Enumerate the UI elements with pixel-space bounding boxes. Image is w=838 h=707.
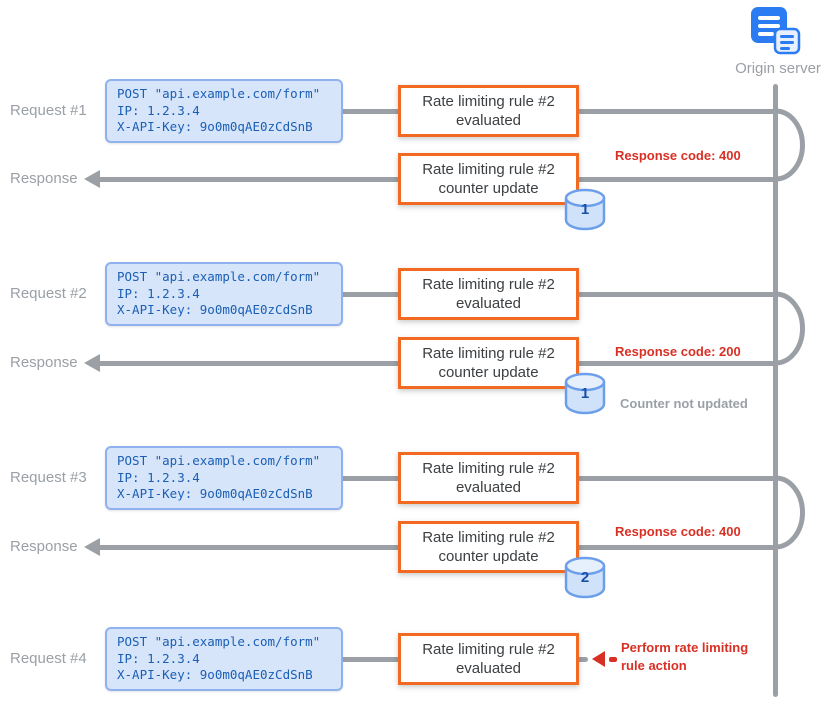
counter-value-3: 2	[580, 569, 590, 586]
rule-evaluated-box-3-line1: Rate limiting rule #2	[422, 460, 555, 477]
counter-update-box-1: Rate limiting rule #2 counter update	[398, 153, 579, 205]
request3-card-line2: IP: 1.2.3.4	[117, 469, 200, 485]
rule-action-annotation-line1: Perform rate limiting	[621, 640, 749, 655]
database-icon	[564, 188, 606, 231]
response2-label: Response	[10, 354, 78, 371]
origin-lifeline	[773, 84, 778, 697]
rule-evaluated-box-1-line1: Rate limiting rule #2	[422, 93, 555, 110]
request3-card-line3: X-API-Key: 9o0m0qAE0zCdSnB	[117, 486, 313, 501]
request4-card: POST "api.example.com/form" IP: 1.2.3.4 …	[105, 627, 343, 691]
counter-update-box-3-line1: Rate limiting rule #2	[422, 529, 555, 546]
request4-card-line3: X-API-Key: 9o0m0qAE0zCdSnB	[117, 667, 313, 682]
origin-server-icon	[751, 7, 801, 55]
counter-value-2: 1	[580, 385, 590, 402]
response3-label: Response	[10, 538, 78, 555]
response3-arrowhead-icon	[84, 538, 100, 556]
request4-label: Request #4	[10, 650, 87, 667]
rule-evaluated-box-3: Rate limiting rule #2 evaluated	[398, 452, 579, 504]
request3-card-line1: POST "api.example.com/form"	[117, 453, 321, 468]
counter-update-box-2-line2: counter update	[438, 364, 539, 381]
counter-update-box-2: Rate limiting rule #2 counter update	[398, 337, 579, 389]
response2-arrowhead-icon	[84, 354, 100, 372]
response1-arrowhead-icon	[84, 170, 100, 188]
response2-code-annotation: Response code: 200	[615, 344, 741, 359]
rule-evaluated-box-2-line2: evaluated	[455, 295, 522, 312]
request1-card-line2: IP: 1.2.3.4	[117, 102, 200, 118]
loop-arc-1	[773, 108, 805, 182]
response1-code-annotation: Response code: 400	[615, 148, 741, 163]
counter-update-box-1-line1: Rate limiting rule #2	[422, 161, 555, 178]
counter-db-2: 1	[562, 371, 608, 417]
counter-update-box-1-line2: counter update	[438, 180, 539, 197]
request1-label: Request #1	[10, 102, 87, 119]
counter-not-updated-note: Counter not updated	[620, 396, 748, 411]
rule-evaluated-box-2: Rate limiting rule #2 evaluated	[398, 268, 579, 320]
rule-evaluated-box-4-line1: Rate limiting rule #2	[422, 641, 555, 658]
loop-arc-2	[773, 291, 805, 366]
blocked-arrowhead-icon	[592, 651, 605, 667]
blocked-dash	[609, 657, 617, 662]
rule-evaluated-box-3-line2: evaluated	[455, 479, 522, 496]
counter-update-box-2-line1: Rate limiting rule #2	[422, 345, 555, 362]
loop-arc-3	[773, 475, 805, 550]
rule-evaluated-box-1-line2: evaluated	[455, 112, 522, 129]
request1-card-line3: X-API-Key: 9o0m0qAE0zCdSnB	[117, 119, 313, 134]
request4-card-line1: POST "api.example.com/form"	[117, 634, 321, 649]
request2-card-line1: POST "api.example.com/form"	[117, 269, 321, 284]
response3-code-annotation: Response code: 400	[615, 524, 741, 539]
request2-card-line3: X-API-Key: 9o0m0qAE0zCdSnB	[117, 302, 313, 317]
rule-evaluated-box-4: Rate limiting rule #2 evaluated	[398, 633, 579, 685]
request3-label: Request #3	[10, 469, 87, 486]
request2-card: POST "api.example.com/form" IP: 1.2.3.4 …	[105, 262, 343, 326]
response1-label: Response	[10, 170, 78, 187]
rule-evaluated-box-1: Rate limiting rule #2 evaluated	[398, 85, 579, 137]
request1-card-line1: POST "api.example.com/form"	[117, 86, 321, 101]
request1-card: POST "api.example.com/form" IP: 1.2.3.4 …	[105, 79, 343, 143]
rule-evaluated-box-4-line2: evaluated	[455, 660, 522, 677]
database-icon	[564, 372, 606, 415]
counter-db-1: 1	[562, 187, 608, 233]
origin-server-label: Origin server	[735, 60, 821, 77]
counter-value-1: 1	[580, 201, 590, 218]
counter-update-box-3-line2: counter update	[438, 548, 539, 565]
rule-action-annotation-line2: rule action	[621, 658, 687, 673]
counter-update-box-3: Rate limiting rule #2 counter update	[398, 521, 579, 573]
request4-card-line2: IP: 1.2.3.4	[117, 650, 200, 666]
rule-evaluated-box-2-line1: Rate limiting rule #2	[422, 276, 555, 293]
request2-label: Request #2	[10, 285, 87, 302]
database-icon	[564, 556, 606, 599]
counter-db-3: 2	[562, 555, 608, 601]
request2-card-line2: IP: 1.2.3.4	[117, 285, 200, 301]
request3-card: POST "api.example.com/form" IP: 1.2.3.4 …	[105, 446, 343, 510]
